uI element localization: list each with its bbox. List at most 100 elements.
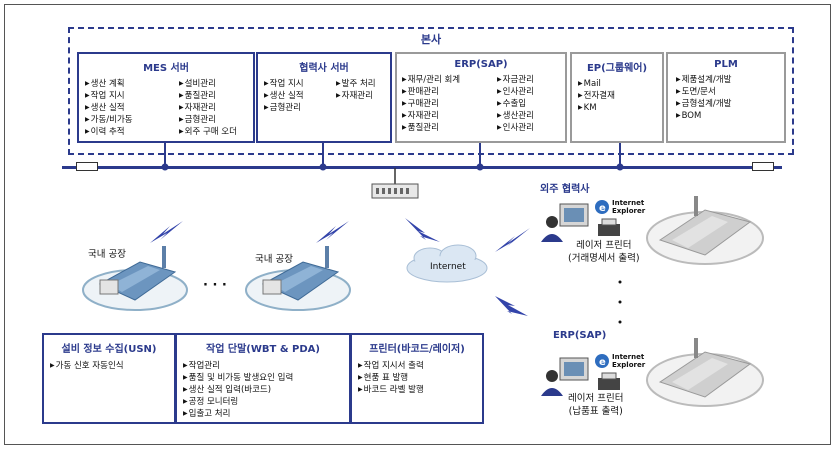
factory-ellipsis: · · · — [203, 278, 227, 293]
plm-item: BOM — [676, 110, 731, 122]
user-workstation-icon — [541, 203, 589, 242]
mes-server-box: MES 서버 생산 계획 작업 지시 생산 실적 가동/비가동 이력 추적 설비… — [77, 52, 255, 143]
erp-item: 구매관리 — [402, 98, 460, 110]
printer-list: 작업 지시서 출력 현품 표 발행 바코드 라벨 발행 — [358, 360, 482, 396]
connector-dot — [476, 163, 484, 171]
network-hub-icon — [371, 183, 419, 199]
lightning-icon — [150, 221, 183, 243]
internet-cloud-icon — [406, 244, 488, 283]
terminal-list: 작업관리 품질 및 비가동 발생요인 입력 생산 실적 입력(바코드) 공정 모… — [183, 360, 349, 420]
laser-printer-text: (거래명세서 출력) — [568, 253, 640, 264]
ie-text: Explorer — [612, 207, 646, 215]
outsource-label: 외주 협력사 — [540, 184, 590, 195]
network-backbone — [62, 166, 782, 169]
lightning-icon — [495, 296, 528, 316]
terminal-box: 작업 단말(WBT & PDA) 작업관리 품질 및 비가동 발생요인 입력 생… — [175, 333, 351, 424]
plm-list: 제품설계/개발 도면/문서 금형설계/개발 BOM — [676, 74, 732, 122]
mes-item: 이력 추적 — [85, 126, 133, 138]
plm-item: 도면/문서 — [676, 86, 731, 98]
partner-item: 생산 실적 — [264, 90, 304, 102]
laser-printer-label: 레이저 프린터 (거래명세서 출력) — [568, 239, 640, 265]
mes-col2: 설비관리 품질관리 자재관리 금형관리 외주 구매 오더 — [179, 78, 237, 138]
hq-title: 본사 — [420, 33, 442, 46]
user-workstation-icon — [541, 357, 589, 396]
mes-item: 생산 실적 — [85, 102, 133, 114]
erp-box: ERP(SAP) 재무/관리 회계 판매관리 구매관리 자재관리 품질관리 자금… — [395, 52, 567, 143]
backbone-terminator-left — [76, 162, 98, 171]
lightning-icon — [405, 218, 440, 242]
internet-explorer-icon: e — [595, 200, 609, 214]
terminal-item: 공정 모니터링 — [183, 396, 349, 408]
printer-icon — [598, 372, 620, 390]
partner-col1: 작업 지시 생산 실적 금형관리 — [264, 78, 304, 114]
vertical-ellipsis — [618, 280, 622, 324]
ep-item: 전자결재 — [578, 90, 615, 102]
partner-server-title: 협력사 서버 — [299, 63, 349, 74]
ep-item: KM — [578, 102, 615, 114]
ep-list: Mail 전자결재 KM — [578, 78, 615, 114]
usn-title: 설비 정보 수집(USN) — [61, 344, 157, 355]
mes-item: 품질관리 — [179, 90, 237, 102]
mes-item: 자재관리 — [179, 102, 237, 114]
hq-boundary: 본사 — [68, 27, 794, 155]
partner-item: 금형관리 — [264, 102, 304, 114]
usn-box: 설비 정보 수집(USN) 가동 신호 자동인식 — [42, 333, 176, 424]
svg-text:e: e — [599, 357, 606, 368]
mes-item: 금형관리 — [179, 114, 237, 126]
mes-item: 가동/비가동 — [85, 114, 133, 126]
lightning-icon — [495, 228, 530, 252]
mes-title: MES 서버 — [143, 63, 189, 74]
outsource-plant-icon — [646, 338, 764, 407]
mes-col1: 생산 계획 작업 지시 생산 실적 가동/비가동 이력 추적 — [85, 78, 133, 138]
erp-item: 자금관리 — [497, 74, 534, 86]
erp-item: 재무/관리 회계 — [402, 74, 461, 86]
plm-box: PLM 제품설계/개발 도면/문서 금형설계/개발 BOM — [666, 52, 786, 143]
terminal-title: 작업 단말(WBT & PDA) — [206, 344, 320, 355]
diagram-frame — [4, 4, 831, 445]
erp-col1: 재무/관리 회계 판매관리 구매관리 자재관리 품질관리 — [402, 74, 461, 134]
printer-icon — [598, 218, 620, 236]
erp-item: 품질관리 — [402, 122, 460, 134]
printer-item: 현품 표 발행 — [358, 372, 482, 384]
printer-box: 프린터(바코드/레이저) 작업 지시서 출력 현품 표 발행 바코드 라벨 발행 — [350, 333, 484, 424]
ep-box: EP(그룹웨어) Mail 전자결재 KM — [570, 52, 664, 143]
erp-item: 판매관리 — [402, 86, 460, 98]
plm-item: 제품설계/개발 — [676, 74, 732, 86]
connector-dot — [319, 163, 327, 171]
erp-item: 인사관리 — [497, 86, 534, 98]
backbone-terminator-right — [752, 162, 774, 171]
partner-item: 작업 지시 — [264, 78, 304, 90]
terminal-item: 작업관리 — [183, 360, 349, 372]
internet-explorer-icon: e — [595, 354, 609, 368]
printer-title: 프린터(바코드/레이저) — [369, 344, 465, 355]
erp-sap-label: ERP(SAP) — [553, 330, 607, 341]
connector-dot — [616, 163, 624, 171]
partner-col2: 발주 처리 자재관리 — [336, 78, 376, 102]
ie-text: Internet — [612, 353, 645, 361]
usn-list: 가동 신호 자동인식 — [50, 360, 174, 372]
partner-item: 자재관리 — [336, 90, 376, 102]
erp-item: 인사관리 — [497, 122, 534, 134]
connector-dots — [161, 163, 624, 171]
partner-item: 발주 처리 — [336, 78, 376, 90]
laser-printer-label: 레이저 프린터 (납품표 출력) — [568, 392, 623, 418]
internet-label: Internet — [430, 262, 466, 272]
mes-item: 작업 지시 — [85, 90, 133, 102]
laser-printer-text: 레이저 프린터 — [576, 240, 632, 251]
factory-icon — [245, 246, 351, 311]
factory-label: 국내 공장 — [255, 254, 293, 265]
erp-item: 수출입 — [497, 98, 534, 110]
outsource-plant-icon — [646, 196, 764, 265]
connector-dot — [161, 163, 169, 171]
ie-text: Internet — [612, 199, 645, 207]
ie-label: Internet Explorer — [612, 199, 645, 215]
partner-server-box: 협력사 서버 작업 지시 생산 실적 금형관리 발주 처리 자재관리 — [256, 52, 392, 143]
plm-title: PLM — [714, 59, 738, 70]
mes-item: 외주 구매 오더 — [179, 126, 237, 138]
plm-item: 금형설계/개발 — [676, 98, 732, 110]
erp-title: ERP(SAP) — [454, 59, 508, 70]
terminal-item: 생산 실적 입력(바코드) — [183, 384, 349, 396]
svg-text:e: e — [599, 203, 606, 214]
printer-item: 바코드 라벨 발행 — [358, 384, 482, 396]
